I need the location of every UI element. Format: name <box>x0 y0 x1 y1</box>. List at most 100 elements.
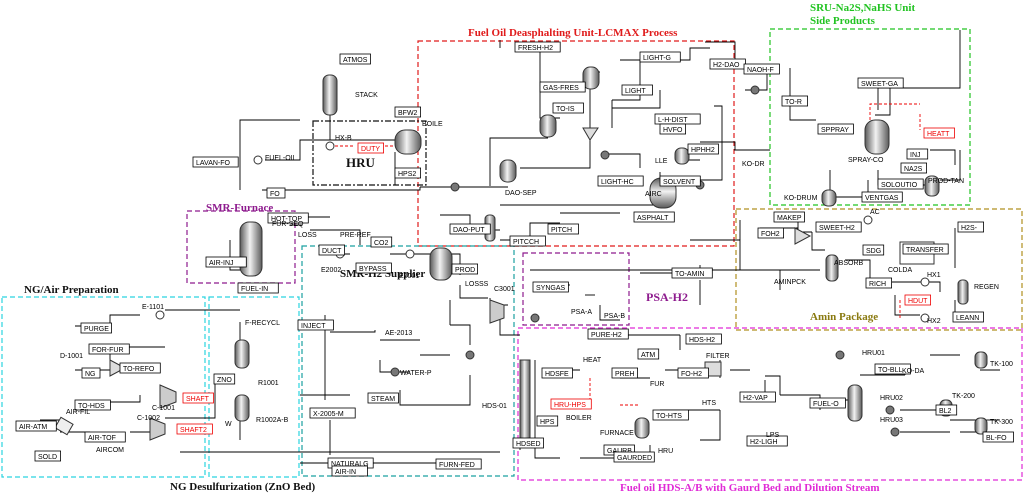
stream-hps2[interactable]: HPS2 <box>394 167 422 179</box>
stream-h2-ligh[interactable]: H2-LIGH <box>746 435 788 447</box>
stream-duty[interactable]: DUTY <box>357 142 385 154</box>
equipment-label-filter: FILTER <box>706 353 730 360</box>
stream-h2-dao[interactable]: H2-DAO <box>709 58 746 70</box>
stream-fuel-o[interactable]: FUEL-O <box>809 397 846 409</box>
stream-pitcch[interactable]: PITCCH <box>509 235 546 247</box>
stream-co2[interactable]: CO2 <box>370 236 393 248</box>
stream-h2s-[interactable]: H2S- <box>957 221 985 233</box>
stream-ng[interactable]: NG <box>81 367 101 379</box>
stream-to-amin[interactable]: TO-AMIN <box>671 267 713 279</box>
stream-fo[interactable]: FO <box>266 187 286 199</box>
stream-hdut[interactable]: HDUT <box>904 294 932 306</box>
stream-label: ATMOS <box>343 57 368 64</box>
stream-for-fur[interactable]: FOR-FUR <box>88 343 130 355</box>
stream-prod[interactable]: PROD <box>451 263 479 275</box>
sru-title-1: SRU-Na2S,NaHS Unit <box>810 2 915 14</box>
stream-h2-vap[interactable]: H2-VAP <box>739 391 776 403</box>
psa-title: PSA-H2 <box>646 290 688 304</box>
stream-bl-fo[interactable]: BL-FO <box>982 431 1014 443</box>
hru-box <box>312 120 427 186</box>
stream-furn-fed[interactable]: FURN-FED <box>435 458 482 470</box>
stream-inj[interactable]: INJ <box>906 148 929 160</box>
stream-heatt[interactable]: HEATT <box>923 127 955 139</box>
stream-foh2[interactable]: FOH2 <box>757 227 785 239</box>
stream-solvent[interactable]: SOLVENT <box>659 175 701 187</box>
stream-hdsed[interactable]: HDSED <box>512 437 544 449</box>
stream-leann[interactable]: LEANN <box>952 311 984 323</box>
stream-hdsfe[interactable]: HDSFE <box>541 367 573 379</box>
stream-gaurded[interactable]: GAURDED <box>613 451 655 463</box>
stream-naoh-f[interactable]: NAOH-F <box>743 63 780 75</box>
stream-pitch[interactable]: PITCH <box>547 223 579 235</box>
stream-steam[interactable]: STEAM <box>367 392 399 404</box>
stream-to-is[interactable]: TO-IS <box>552 102 584 114</box>
stream-hvfo[interactable]: HVFO <box>659 123 687 135</box>
stream-bl2[interactable]: BL2 <box>935 404 958 416</box>
stream-to-refo[interactable]: TO-REFO <box>119 362 161 374</box>
stream-syngas[interactable]: SYNGAS <box>532 281 569 293</box>
stream-sold[interactable]: SOLD <box>34 450 62 462</box>
stream-label: HDSFE <box>545 371 569 378</box>
stream-transfer[interactable]: TRANSFER <box>902 243 949 255</box>
stream-bfw2[interactable]: BFW2 <box>394 106 422 118</box>
stream-hds-h2[interactable]: HDS-H2 <box>685 333 722 345</box>
stream-rich[interactable]: RICH <box>865 277 893 289</box>
stream-makep[interactable]: MAKEP <box>773 211 805 223</box>
stream-purge[interactable]: PURGE <box>80 322 112 334</box>
stream-pure-h2[interactable]: PURE-H2 <box>587 328 629 340</box>
stream-sweet-h2[interactable]: SWEET-H2 <box>815 221 862 233</box>
stream-label: CO2 <box>374 240 389 247</box>
stream-duct[interactable]: DUCT <box>318 244 346 256</box>
stream-to-hds[interactable]: TO-HDS <box>74 399 111 411</box>
pump-7-icon <box>835 350 845 360</box>
equipment-label-tk-100: TK-100 <box>990 361 1013 368</box>
stream-light-g[interactable]: LIGHT-G <box>639 51 681 63</box>
stream-light-hc[interactable]: LIGHT-HC <box>597 175 644 187</box>
stream-soloutio[interactable]: SOLOUTIO <box>877 178 924 190</box>
stream-air-in[interactable]: AIR-IN <box>331 465 368 477</box>
stream-sweet-ga[interactable]: SWEET-GA <box>857 77 904 89</box>
stream-atm[interactable]: ATM <box>637 348 660 360</box>
stream-hps[interactable]: HPS <box>536 415 559 427</box>
equipment-label-heat: HEAT <box>583 357 602 364</box>
stream-atmos[interactable]: ATMOS <box>339 53 371 65</box>
stream-asphalt[interactable]: ASPHALT <box>633 211 675 223</box>
stream-gas-fres[interactable]: GAS-FRES <box>539 81 586 93</box>
stream-hru-hps[interactable]: HRU-HPS <box>550 398 592 410</box>
stream-zno[interactable]: ZNO <box>213 373 236 385</box>
equipment-label-boiler: BOILER <box>566 415 592 422</box>
stream-fo-h2[interactable]: FO-H2 <box>677 367 709 379</box>
stream-label: L-H-DIST <box>658 117 688 124</box>
stream-bypass[interactable]: BYPASS <box>355 262 392 274</box>
stream-air-atm[interactable]: AIR-ATM <box>15 420 57 432</box>
stream-dao-put[interactable]: DAO-PUT <box>449 223 491 235</box>
stream-inject[interactable]: INJECT <box>297 319 334 331</box>
stream-hot-top[interactable]: HOT-TOP <box>267 212 309 224</box>
stream-label: GAURDED <box>617 455 652 462</box>
stream-to-r[interactable]: TO-R <box>781 95 809 107</box>
stream-label: LEANN <box>956 315 979 322</box>
stream-preh[interactable]: PREH <box>611 367 639 379</box>
stream-shaft2[interactable]: SHAFT2 <box>176 423 213 435</box>
stream-ventgas[interactable]: VENTGAS <box>861 191 903 203</box>
stream-sdg[interactable]: SDG <box>862 244 885 256</box>
stream-sppray[interactable]: SPPRAY <box>817 123 854 135</box>
stream-air-tof[interactable]: AIR-TOF <box>84 431 126 443</box>
stack-icon <box>322 74 338 116</box>
stream-lavan-fo[interactable]: LAVAN-FO <box>192 156 239 168</box>
ng-desulf-box <box>208 296 300 478</box>
stream-shaft[interactable]: SHAFT <box>182 392 214 404</box>
stream-to-hts[interactable]: TO-HTS <box>652 409 689 421</box>
stream-x-2005-m[interactable]: X-2005-M <box>309 407 356 419</box>
fodu-title: Fuel Oil Deasphalting Unit-LCMAX Process <box>468 27 678 39</box>
stream-hphh2[interactable]: HPHH2 <box>687 143 719 155</box>
stream-fuel-in[interactable]: FUEL-IN <box>237 282 279 294</box>
stream-na2s[interactable]: NA2S <box>900 162 928 174</box>
stream-air-inj[interactable]: AIR-INJ <box>205 256 247 268</box>
stream-fresh-h2[interactable]: FRESH-H2 <box>514 41 561 53</box>
tk300-icon <box>974 417 988 435</box>
stream-l-h-dist[interactable]: L-H-DIST <box>654 113 701 125</box>
stream-to-bll[interactable]: TO-BLL <box>874 363 911 375</box>
stream-label: INJECT <box>301 323 326 330</box>
stream-light[interactable]: LIGHT <box>621 84 653 96</box>
